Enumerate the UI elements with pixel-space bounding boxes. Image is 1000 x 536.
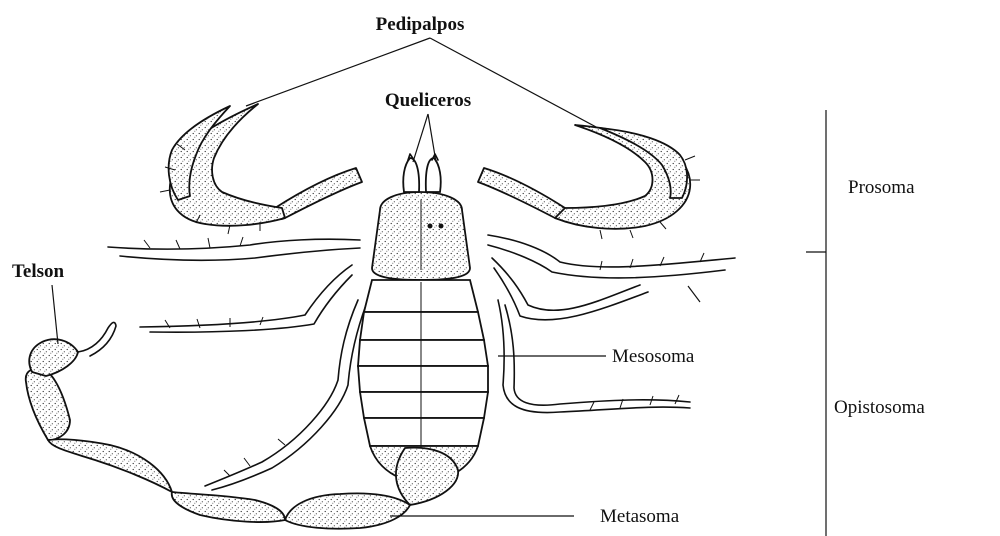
queliceros-leader-right	[428, 114, 436, 162]
telson-leader	[52, 285, 58, 344]
carapace	[372, 192, 470, 280]
legs-left	[108, 237, 366, 490]
prosoma-leader	[688, 286, 700, 302]
label-mesosoma: Mesosoma	[612, 346, 695, 367]
label-metasoma: Metasoma	[600, 506, 680, 527]
label-pedipalpos: Pedipalpos	[376, 14, 465, 35]
pedipalpos-leader-right	[430, 38, 598, 128]
label-prosoma: Prosoma	[848, 177, 915, 198]
legs-right	[488, 235, 735, 413]
label-queliceros: Queliceros	[385, 90, 471, 111]
label-opistosoma: Opistosoma	[834, 397, 925, 418]
pedipalp-left	[160, 104, 362, 234]
queliceros-leader-left	[413, 114, 428, 162]
pedipalp-right	[478, 125, 700, 239]
label-telson: Telson	[12, 261, 65, 282]
